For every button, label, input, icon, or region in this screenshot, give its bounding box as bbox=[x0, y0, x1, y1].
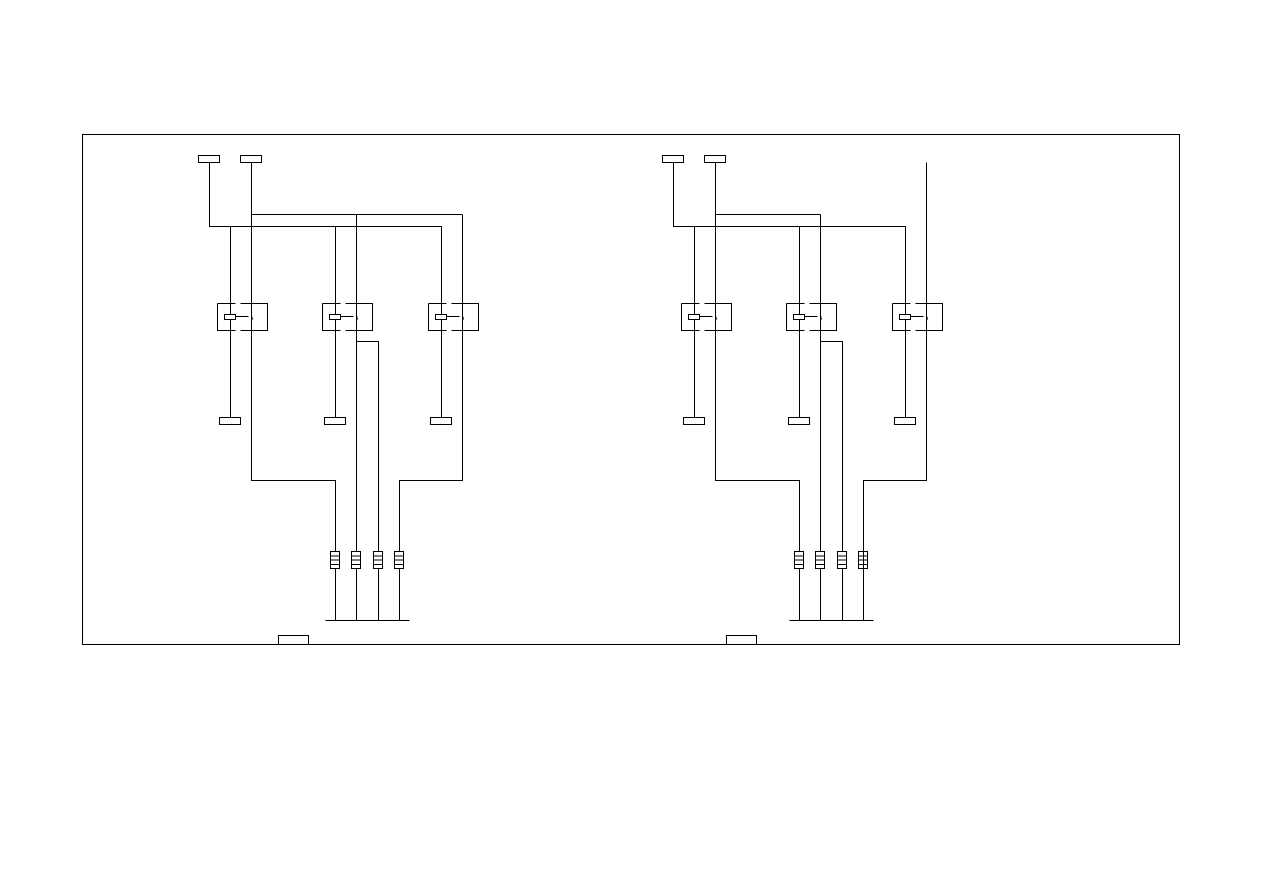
relay-coil bbox=[688, 314, 700, 320]
signal-wire bbox=[863, 162, 927, 621]
signal-wire bbox=[356, 341, 379, 621]
relay-frame bbox=[345, 303, 373, 331]
bottom-terminal bbox=[219, 417, 241, 425]
relay-frame bbox=[786, 303, 805, 331]
supply-wire bbox=[209, 162, 442, 418]
frame-tab bbox=[726, 635, 757, 645]
circuit-left bbox=[198, 155, 479, 645]
top-terminal bbox=[704, 155, 726, 163]
relay-contact bbox=[251, 315, 253, 320]
bottom-terminal bbox=[894, 417, 916, 425]
top-terminal bbox=[198, 155, 220, 163]
relay-frame bbox=[809, 303, 837, 331]
bottom-terminal bbox=[324, 417, 346, 425]
relay-frame bbox=[322, 303, 341, 331]
frame-tab bbox=[278, 635, 309, 645]
signal-wire bbox=[251, 162, 336, 621]
relay-contact bbox=[715, 315, 717, 320]
signal-wire bbox=[399, 214, 463, 621]
relay-coil bbox=[793, 314, 805, 320]
relay-contact bbox=[356, 315, 358, 320]
signal-wire bbox=[820, 341, 843, 621]
drawing-frame bbox=[82, 134, 1180, 645]
bottom-terminal bbox=[430, 417, 452, 425]
relay-coil bbox=[224, 314, 236, 320]
bottom-terminal bbox=[788, 417, 810, 425]
relay-frame bbox=[428, 303, 447, 331]
relay-contact bbox=[820, 315, 822, 320]
relay-frame bbox=[704, 303, 732, 331]
top-terminal bbox=[240, 155, 262, 163]
supply-wire bbox=[673, 162, 906, 418]
relay-frame bbox=[451, 303, 479, 331]
relay-coil bbox=[435, 314, 447, 320]
relay-frame bbox=[681, 303, 700, 331]
circuit-right bbox=[662, 155, 943, 645]
signal-wire bbox=[715, 162, 800, 621]
relay-frame bbox=[240, 303, 268, 331]
relay-coil bbox=[899, 314, 911, 320]
relay-frame bbox=[892, 303, 911, 331]
bottom-terminal bbox=[683, 417, 705, 425]
relay-contact bbox=[462, 315, 464, 320]
relay-frame bbox=[915, 303, 943, 331]
top-terminal bbox=[662, 155, 684, 163]
relay-coil bbox=[329, 314, 341, 320]
relay-frame bbox=[217, 303, 236, 331]
